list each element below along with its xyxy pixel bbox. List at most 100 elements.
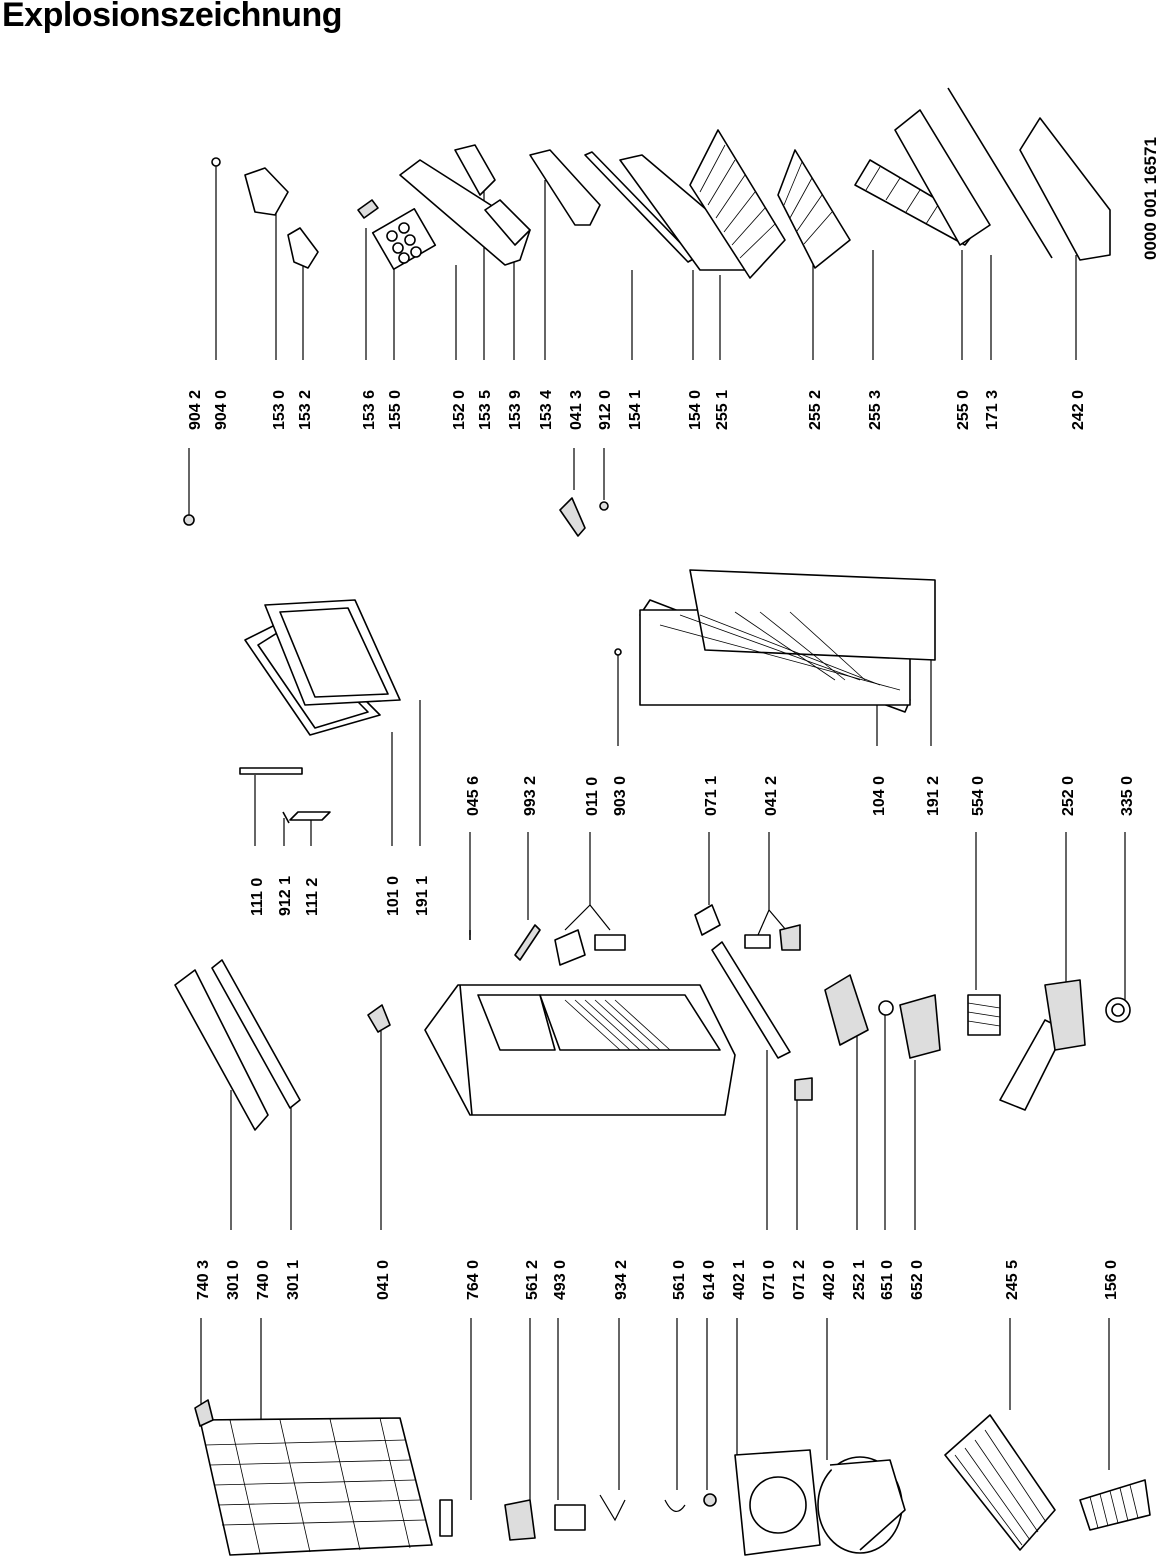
- part-label: 651 0: [879, 1260, 896, 1300]
- dryer-part: [554, 1504, 586, 1531]
- part-label: 111 2: [304, 878, 321, 916]
- part-label: 301 0: [225, 1260, 242, 1300]
- part-label: 153 5: [477, 390, 494, 430]
- trim-strip-part: [711, 941, 791, 1059]
- wire-part: [599, 1494, 626, 1522]
- part-label: 993 2: [522, 776, 539, 816]
- part-label: 011 0: [584, 777, 601, 816]
- part-label: 153 4: [538, 390, 555, 430]
- part-label: 252 0: [1060, 776, 1077, 816]
- part-label: 154 0: [687, 390, 704, 430]
- screw-part: [183, 514, 195, 526]
- part-label: 041 0: [375, 1260, 392, 1300]
- gasket-part: [689, 569, 936, 661]
- hose-part: [664, 1499, 686, 1512]
- part-label: 740 0: [255, 1260, 272, 1300]
- part-label: 255 1: [714, 390, 731, 430]
- part-label: 301 1: [285, 1260, 302, 1300]
- relay-part: [899, 994, 941, 1059]
- door-box-part: [454, 144, 496, 196]
- part-label: 934 2: [613, 1260, 630, 1300]
- part-label: 153 6: [361, 390, 378, 430]
- part-label: 153 0: [271, 390, 288, 430]
- part-label: 111 0: [249, 878, 266, 916]
- part-label: 153 2: [297, 390, 314, 430]
- part-label: 402 0: [821, 1260, 838, 1300]
- screw-cap-part: [211, 157, 221, 167]
- part-label: 903 0: [612, 776, 629, 816]
- shelf-trim-part: [947, 87, 1053, 259]
- light-housing-part: [1044, 979, 1086, 1051]
- glass-shelf-part: [777, 149, 851, 269]
- drain-part: [504, 1499, 536, 1541]
- part-labels: 904 2 904 0 153 0 153 2 153 6 155 0 152 …: [187, 390, 1136, 1300]
- part-drawings: [174, 87, 1151, 1556]
- screw-part: [599, 501, 609, 511]
- part-label: 101 0: [385, 876, 402, 916]
- part-label: 255 2: [807, 390, 824, 430]
- part-label: 155 0: [387, 390, 404, 430]
- capillary-tube-part: [439, 1499, 453, 1537]
- bracket-part: [779, 924, 801, 951]
- top-panel-part: [174, 969, 269, 1131]
- hinge-part: [367, 1004, 391, 1033]
- part-label: 402 1: [731, 1260, 748, 1300]
- part-label: 255 0: [955, 390, 972, 430]
- part-label: 561 2: [524, 1260, 541, 1300]
- part-label: 912 0: [597, 390, 614, 430]
- part-label: 554 0: [970, 776, 987, 816]
- part-label: 041 3: [568, 390, 585, 430]
- cover-strip-part: [289, 811, 331, 821]
- crisper-drawer-part: [1019, 117, 1111, 261]
- leader-lines: [188, 166, 1126, 1520]
- part-label: 652 0: [909, 1260, 926, 1300]
- part-label: 561 0: [671, 1260, 688, 1300]
- part-label: 740 3: [195, 1260, 212, 1300]
- egg-tray-part: [244, 167, 289, 216]
- bracket-part: [194, 1399, 214, 1427]
- hinge-part: [594, 934, 626, 951]
- part-label: 335 0: [1119, 776, 1136, 816]
- part-label: 071 2: [791, 1260, 808, 1300]
- sensor-part: [514, 924, 541, 961]
- egg-tray-part: [287, 227, 319, 269]
- grommet-part: [703, 1493, 717, 1507]
- part-label: 041 2: [763, 776, 780, 816]
- part-label: 614 0: [701, 1260, 718, 1300]
- part-label: 152 0: [451, 390, 468, 430]
- screw-part: [282, 811, 290, 824]
- part-label: 252 1: [851, 1260, 868, 1300]
- condenser-part: [199, 1417, 433, 1556]
- spring-part: [967, 994, 1001, 1036]
- part-label: 156 0: [1103, 1260, 1120, 1300]
- part-label: 764 0: [465, 1260, 482, 1300]
- screw-part: [614, 648, 622, 656]
- part-label: 153 9: [507, 390, 524, 430]
- knob-part: [878, 1000, 894, 1016]
- part-label: 104 0: [871, 776, 888, 816]
- bracket-part: [794, 1077, 813, 1101]
- part-label: 242 0: [1070, 390, 1087, 430]
- door-box-part: [484, 199, 531, 246]
- top-panel-part: [211, 959, 301, 1109]
- part-label: 071 0: [761, 1260, 778, 1300]
- bracket-part: [744, 934, 771, 949]
- part-label: 154 1: [627, 390, 644, 430]
- part-label: 912 1: [277, 876, 294, 916]
- part-label: 191 2: [925, 776, 942, 816]
- door-rack-part: [529, 149, 601, 226]
- cover-strip-part: [239, 767, 303, 775]
- part-label: 191 1: [414, 876, 431, 916]
- thermostat-part: [824, 974, 869, 1046]
- part-label: 171 3: [984, 390, 1001, 430]
- door-shelf-part: [399, 159, 531, 266]
- part-label: 904 0: [213, 390, 230, 430]
- air-deflector-part: [944, 1414, 1056, 1551]
- document-number: 0000 001 16571: [1141, 137, 1160, 260]
- part-label: 045 6: [465, 776, 482, 816]
- ice-tray-part: [1079, 1479, 1151, 1531]
- part-label: 255 3: [867, 390, 884, 430]
- part-label: 493 0: [552, 1260, 569, 1300]
- bracket-part: [694, 904, 721, 936]
